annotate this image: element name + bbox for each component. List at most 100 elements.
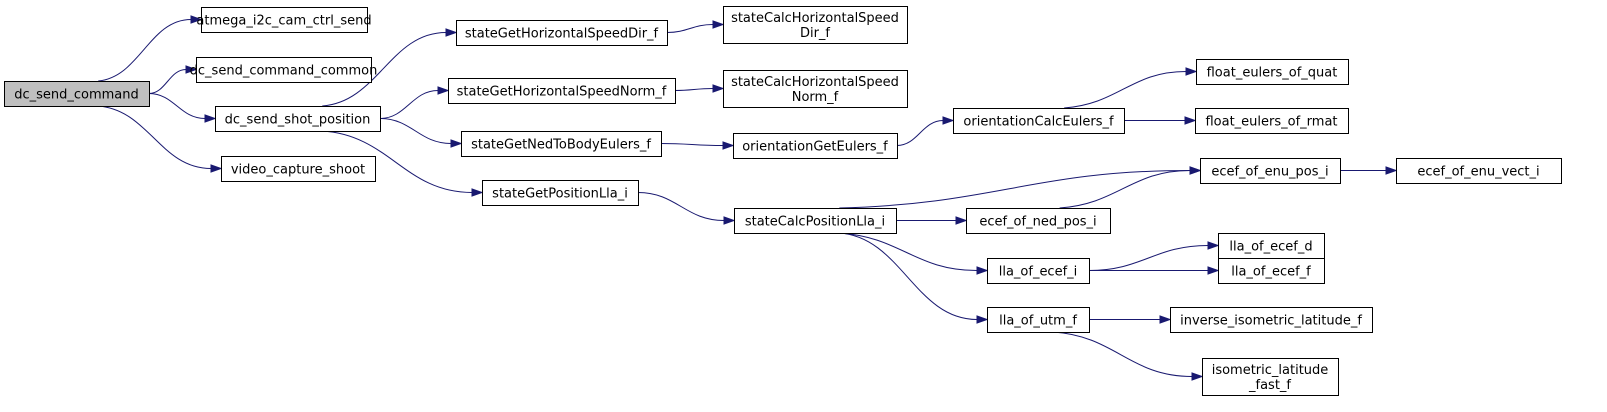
node-box bbox=[456, 20, 668, 46]
edge-line bbox=[322, 32, 447, 107]
node-label: isometric_latitude bbox=[1212, 363, 1329, 378]
edge-lla_of_utm_f-to-inverse_isometric_latitude_f bbox=[1088, 315, 1172, 324]
node-label: Dir_f bbox=[800, 26, 830, 41]
node-ecef_of_ned_pos_i[interactable]: ecef_of_ned_pos_i bbox=[966, 208, 1111, 234]
node-isometric_latitude_fast_f[interactable]: isometric_latitude_fast_f bbox=[1202, 358, 1339, 396]
node-label: orientationCalcEulers_f bbox=[963, 115, 1114, 130]
node-label: ecef_of_enu_pos_i bbox=[1211, 165, 1328, 180]
node-label: float_eulers_of_rmat bbox=[1205, 115, 1337, 130]
node-box bbox=[461, 131, 662, 157]
node-label: lla_of_ecef_f bbox=[1231, 265, 1311, 280]
edge-stateGetPositionLla_i-to-stateCalcPositionLla_i bbox=[637, 192, 736, 225]
nodes-layer: dc_send_command atmega_i2c_cam_ctrl_sendd… bbox=[4, 6, 1562, 396]
node-box bbox=[1396, 158, 1562, 184]
edge-line bbox=[637, 192, 725, 221]
node-box bbox=[987, 307, 1090, 333]
arrowhead-icon bbox=[185, 65, 198, 74]
node-label: dc_send_command_common bbox=[190, 64, 378, 79]
node-label: stateCalcHorizontalSpeed bbox=[731, 75, 899, 90]
node-label: stateGetNedToBodyEulers_f bbox=[471, 138, 651, 153]
edge-line bbox=[674, 88, 714, 91]
edge-orientationGetEulers_f-to-orientationCalcEulers_f bbox=[896, 116, 955, 146]
arrowhead-icon bbox=[450, 139, 463, 148]
node-box bbox=[1195, 108, 1349, 134]
node-orientationGetEulers_f[interactable]: orientationGetEulers_f bbox=[733, 133, 898, 159]
node-label: stateGetHorizontalSpeedDir_f bbox=[465, 27, 659, 42]
edge-stateCalcPositionLla_i-to-ecef_of_enu_pos_i bbox=[839, 166, 1202, 209]
node-lla_of_ecef_d[interactable]: lla_of_ecef_d bbox=[1218, 233, 1325, 259]
node-box bbox=[1196, 59, 1349, 85]
node-label: stateGetPositionLla_i bbox=[492, 187, 628, 202]
node-stateGetNedToBodyEulers_f[interactable]: stateGetNedToBodyEulers_f bbox=[461, 131, 662, 157]
node-box bbox=[1170, 307, 1373, 333]
node-inverse_isometric_latitude_f[interactable]: inverse_isometric_latitude_f bbox=[1170, 307, 1373, 333]
edge-line bbox=[839, 232, 978, 320]
node-orientationCalcEulers_f[interactable]: orientationCalcEulers_f bbox=[953, 108, 1125, 134]
node-label: orientationGetEulers_f bbox=[742, 140, 888, 155]
arrowhead-icon bbox=[712, 20, 725, 29]
node-box bbox=[953, 108, 1125, 134]
arrowhead-icon bbox=[955, 216, 968, 225]
node-ecef_of_enu_vect_i[interactable]: ecef_of_enu_vect_i bbox=[1396, 158, 1562, 184]
edge-line bbox=[839, 232, 978, 271]
node-stateCalcPositionLla_i[interactable]: stateCalcPositionLla_i bbox=[734, 208, 897, 234]
node-float_eulers_of_quat[interactable]: float_eulers_of_quat bbox=[1196, 59, 1349, 85]
node-ecef_of_enu_pos_i[interactable]: ecef_of_enu_pos_i bbox=[1200, 158, 1341, 184]
node-lla_of_ecef_i[interactable]: lla_of_ecef_i bbox=[987, 258, 1090, 284]
edge-dc_send_shot_position-to-stateGetHorizontalSpeedNorm_f bbox=[379, 86, 450, 119]
node-dc_send_command[interactable]: dc_send_command bbox=[4, 81, 150, 107]
edge-line bbox=[98, 19, 192, 82]
node-stateGetHorizontalSpeedDir_f[interactable]: stateGetHorizontalSpeedDir_f bbox=[456, 20, 668, 46]
edge-line bbox=[839, 170, 1191, 209]
node-stateGetPositionLla_i[interactable]: stateGetPositionLla_i bbox=[482, 180, 639, 206]
node-box bbox=[1200, 158, 1341, 184]
edge-stateGetNedToBodyEulers_f-to-orientationGetEulers_f bbox=[660, 141, 735, 150]
node-box bbox=[215, 106, 381, 132]
edge-orientationCalcEulers_f-to-float_eulers_of_quat bbox=[1064, 67, 1198, 109]
node-label: lla_of_ecef_i bbox=[999, 265, 1078, 280]
node-box bbox=[201, 7, 368, 33]
node-label: _fast_f bbox=[1248, 378, 1291, 393]
node-atmega_i2c_cam_ctrl_send[interactable]: atmega_i2c_cam_ctrl_send bbox=[196, 7, 372, 33]
edge-ecef_of_enu_pos_i-to-ecef_of_enu_vect_i bbox=[1339, 166, 1398, 175]
node-video_capture_shoot[interactable]: video_capture_shoot bbox=[221, 156, 376, 182]
arrowhead-icon bbox=[190, 15, 203, 24]
node-label: stateCalcPositionLla_i bbox=[745, 215, 885, 230]
node-label: video_capture_shoot bbox=[231, 163, 365, 178]
edge-dc_send_shot_position-to-stateGetPositionLla_i bbox=[322, 130, 484, 197]
node-box bbox=[723, 6, 908, 44]
arrowhead-icon bbox=[210, 164, 223, 173]
node-dc_send_shot_position[interactable]: dc_send_shot_position bbox=[215, 106, 381, 132]
node-label: dc_send_shot_position bbox=[225, 113, 371, 128]
arrowhead-icon bbox=[1184, 116, 1197, 125]
arrowhead-icon bbox=[712, 84, 725, 93]
edge-lla_of_ecef_i-to-lla_of_ecef_d bbox=[1088, 241, 1220, 271]
arrowhead-icon bbox=[1159, 315, 1172, 324]
node-label: float_eulers_of_quat bbox=[1207, 66, 1338, 81]
edge-dc_send_command-to-dc_send_shot_position bbox=[148, 93, 217, 123]
arrowhead-icon bbox=[976, 266, 989, 275]
arrowhead-icon bbox=[471, 188, 484, 197]
edge-line bbox=[1088, 245, 1209, 271]
arrowhead-icon bbox=[445, 28, 458, 37]
edge-lla_of_utm_f-to-isometric_latitude_fast_f bbox=[1053, 331, 1204, 381]
edge-lla_of_ecef_i-to-lla_of_ecef_f bbox=[1088, 266, 1220, 275]
node-lla_of_utm_f[interactable]: lla_of_utm_f bbox=[987, 307, 1090, 333]
node-stateGetHorizontalSpeedNorm_f[interactable]: stateGetHorizontalSpeedNorm_f bbox=[448, 78, 676, 104]
node-box bbox=[1218, 258, 1325, 284]
node-box bbox=[723, 70, 908, 108]
node-lla_of_ecef_f[interactable]: lla_of_ecef_f bbox=[1218, 258, 1325, 284]
node-dc_send_command_common[interactable]: dc_send_command_common bbox=[190, 57, 378, 83]
arrowhead-icon bbox=[204, 114, 217, 123]
edge-dc_send_command-to-dc_send_command_common bbox=[148, 65, 198, 94]
edge-dc_send_shot_position-to-stateGetNedToBodyEulers_f bbox=[379, 118, 463, 148]
edge-dc_send_command-to-atmega_i2c_cam_ctrl_send bbox=[98, 15, 203, 82]
arrowhead-icon bbox=[1207, 266, 1220, 275]
edge-line bbox=[148, 93, 206, 119]
node-float_eulers_of_rmat[interactable]: float_eulers_of_rmat bbox=[1195, 108, 1349, 134]
edge-dc_send_command-to-video_capture_shoot bbox=[98, 105, 223, 173]
arrowhead-icon bbox=[723, 216, 736, 225]
edge-stateGetHorizontalSpeedDir_f-to-stateCalcHorizontalSpeedDir_f bbox=[666, 20, 725, 33]
